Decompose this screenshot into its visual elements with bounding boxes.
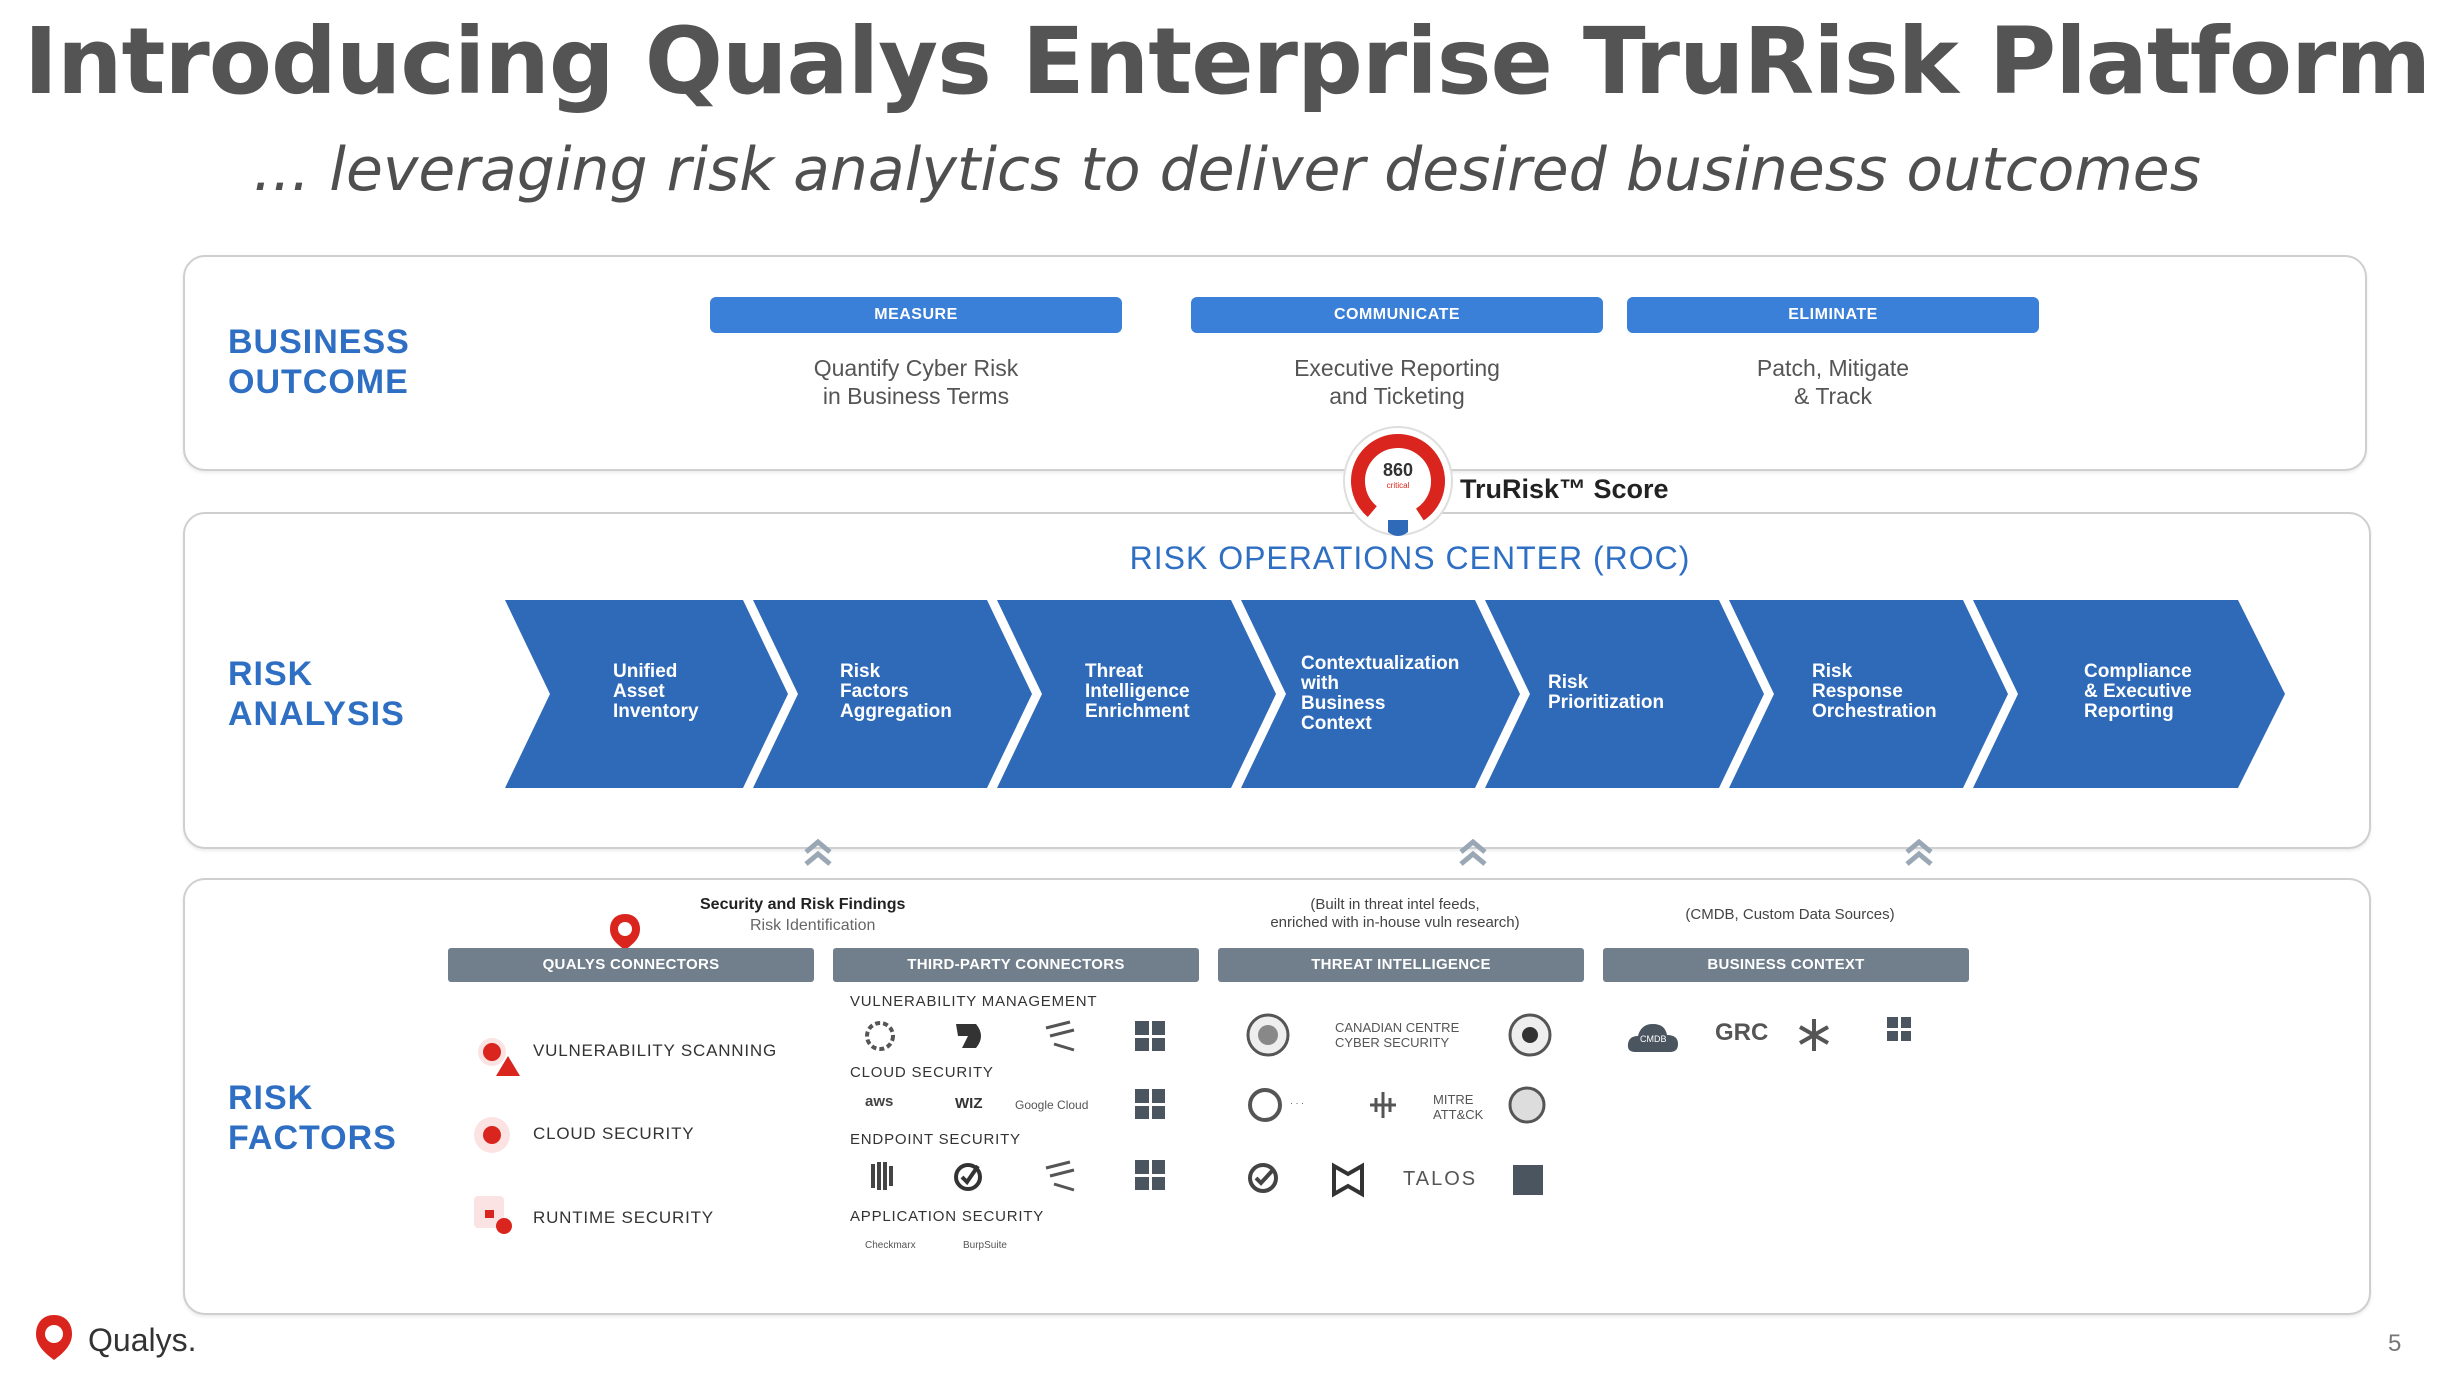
step-contextualization: Contextualization with Business Context: [1301, 653, 1460, 734]
findings-sub: Risk Identification: [750, 917, 876, 934]
threat-logo-4-icon: [1370, 1092, 1396, 1118]
qualys-connectors-bar: QUALYS CONNECTORS: [448, 948, 814, 982]
findings-title: Security and Risk Findings: [700, 896, 906, 913]
windows-logo-icon: [1135, 1089, 1165, 1119]
threat-logo-3: · · ·: [1290, 1098, 1304, 1108]
vuln-logo-3-icon: [1045, 1020, 1075, 1052]
up-arrow-icon: [804, 850, 832, 866]
footer-brand: Qualys.: [88, 1322, 197, 1358]
wiz-logo: WIZ: [955, 1095, 983, 1112]
cmdb-label: CMDB: [1640, 1034, 1667, 1044]
step-risk-prioritization: Risk Prioritization: [1548, 672, 1665, 713]
endpoint-logo-1-icon: [871, 1162, 893, 1190]
chevron-compliance-reporting: [1973, 600, 2285, 788]
threat-logo-seal-icon: [1246, 1013, 1290, 1057]
mitre-logo: MITRE ATT&CK: [1433, 1092, 1484, 1122]
tp-application-security-label: APPLICATION SECURITY: [850, 1208, 1045, 1225]
vuln-logo-2-icon: [956, 1024, 981, 1048]
burpsuite-logo: BurpSuite: [963, 1240, 1007, 1251]
threat-logo-6-icon: [1248, 1163, 1278, 1193]
windows-logo-icon: [1887, 1017, 1911, 1041]
up-arrow-icon: [1459, 850, 1487, 866]
chevron-unified-asset-inventory: [505, 600, 788, 788]
talos-logo: TALOS: [1403, 1168, 1478, 1190]
third-party-connectors-bar: THIRD-PARTY CONNECTORS: [833, 948, 1199, 982]
measure-pill: MEASURE: [710, 297, 1122, 333]
business-outcome-label: BUSINESS OUTCOME: [228, 323, 410, 401]
qualys-connector-logo-icon: [610, 914, 640, 950]
trurisk-score-value: 860: [1382, 460, 1414, 480]
tp-vuln-mgmt-label: VULNERABILITY MANAGEMENT: [850, 993, 1098, 1010]
risk-analysis-label: RISK ANALYSIS: [228, 655, 405, 733]
cloud-security-label: CLOUD SECURITY: [533, 1124, 695, 1143]
checkmarx-logo: Checkmarx: [865, 1240, 916, 1251]
cloud-security-icon: [474, 1117, 510, 1153]
cmdb-cloud-icon: [1627, 1024, 1678, 1052]
page-title: Introducing Qualys Enterprise TruRisk Pl…: [23, 8, 2432, 115]
up-arrow-icon: [1905, 838, 1933, 854]
chevron-risk-prioritization: [1485, 600, 1764, 788]
up-arrow-icon: [1905, 850, 1933, 866]
threat-intelligence-bar: THREAT INTELLIGENCE: [1218, 948, 1584, 982]
grc-logo: GRC: [1715, 1019, 1769, 1046]
eliminate-text: Patch, Mitigate & Track: [1756, 355, 1910, 409]
risk-factors-label: RISK FACTORS: [228, 1079, 397, 1157]
tp-endpoint-security-label: ENDPOINT SECURITY: [850, 1131, 1021, 1148]
qualys-logo-icon: [36, 1315, 72, 1360]
threat-logo-cisa-icon: [1508, 1013, 1552, 1057]
snowflake-icon: [1799, 1019, 1829, 1051]
trurisk-score-sub: critical: [1386, 481, 1410, 490]
up-arrow-icon: [1459, 838, 1487, 854]
trurisk-gauge-icon: [1343, 426, 1453, 536]
windows-logo-icon: [1135, 1021, 1165, 1051]
runtime-security-label: RUNTIME SECURITY: [533, 1208, 714, 1227]
vuln-logo-1-icon: [865, 1021, 895, 1051]
cccs-logo: CANADIAN CENTRE CYBER SECURITY: [1335, 1020, 1460, 1050]
communicate-pill: COMMUNICATE: [1191, 297, 1603, 333]
step-risk-factors-aggregation: Risk Factors Aggregation: [840, 661, 952, 722]
threat-logo-2-icon: [1248, 1088, 1282, 1122]
threat-logo-rl-icon: [1513, 1165, 1543, 1195]
step-unified-asset-inventory: Unified Asset Inventory: [613, 661, 699, 722]
runtime-security-icon: [474, 1196, 512, 1234]
chevron-threat-intelligence-enrichment: [997, 600, 1276, 788]
endpoint-logo-3-icon: [1045, 1160, 1075, 1192]
endpoint-logo-2-icon: [954, 1163, 982, 1191]
step-threat-intelligence-enrichment: Threat Intelligence Enrichment: [1085, 661, 1190, 722]
windows-logo-icon: [1135, 1160, 1165, 1190]
eliminate-pill: ELIMINATE: [1627, 297, 2039, 333]
step-risk-response-orchestration: Risk Response Orchestration: [1812, 661, 1937, 722]
chevron-risk-response-orchestration: [1729, 600, 2008, 788]
measure-text: Quantify Cyber Risk in Business Terms: [813, 355, 1019, 409]
step-compliance-reporting: Compliance & Executive Reporting: [2084, 661, 2192, 722]
threat-intel-note: (Built in threat intel feeds, enriched w…: [1270, 896, 1520, 931]
business-context-note: (CMDB, Custom Data Sources): [1685, 906, 1895, 923]
vulnerability-scanning-label: VULNERABILITY SCANNING: [533, 1041, 778, 1060]
google-cloud-logo: Google Cloud: [1015, 1098, 1089, 1112]
up-arrow-icon: [804, 838, 832, 854]
tp-cloud-security-label: CLOUD SECURITY: [850, 1064, 994, 1081]
page-number: 5: [2388, 1330, 2402, 1357]
trurisk-score-label: TruRisk™ Score: [1460, 474, 1669, 504]
aws-logo: aws: [865, 1093, 894, 1110]
page-subtitle: ... leveraging risk analytics to deliver…: [253, 135, 2201, 205]
vulnerability-scanning-icon: [478, 1038, 520, 1076]
chevron-risk-factors-aggregation: [753, 600, 1032, 788]
chevron-contextualization: [1241, 600, 1520, 788]
threat-logo-5-icon: [1508, 1086, 1546, 1124]
business-outcome-panel: [183, 255, 2367, 471]
communicate-text: Executive Reporting and Ticketing: [1294, 355, 1500, 409]
threat-logo-7-icon: [1332, 1162, 1364, 1198]
roc-title: RISK OPERATIONS CENTER (ROC): [1129, 540, 1691, 576]
business-context-bar: BUSINESS CONTEXT: [1603, 948, 1969, 982]
